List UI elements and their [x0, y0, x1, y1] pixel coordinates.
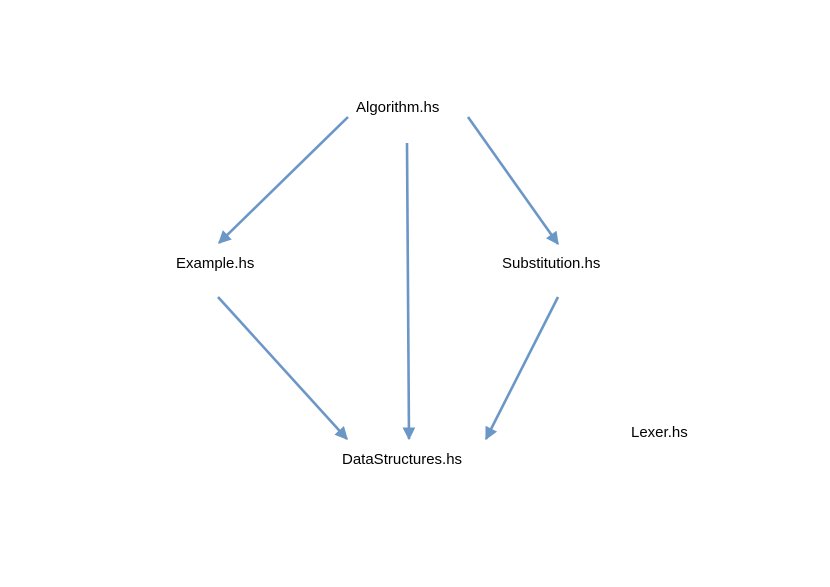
- edge-algorithm-to-datastructures: [402, 142, 416, 441]
- edge-substitution-to-datastructures: [484, 296, 560, 441]
- edge-algorithm-to-substitution: [466, 116, 560, 246]
- node-example: Example.hs: [176, 255, 254, 272]
- node-algorithm: Algorithm.hs: [356, 99, 439, 116]
- node-datastructures: DataStructures.hs: [342, 451, 462, 468]
- edge-algorithm-to-example: [218, 116, 349, 244]
- node-lexer: Lexer.hs: [631, 424, 688, 441]
- node-substitution: Substitution.hs: [502, 255, 600, 272]
- edge-example-to-datastructures: [217, 296, 348, 440]
